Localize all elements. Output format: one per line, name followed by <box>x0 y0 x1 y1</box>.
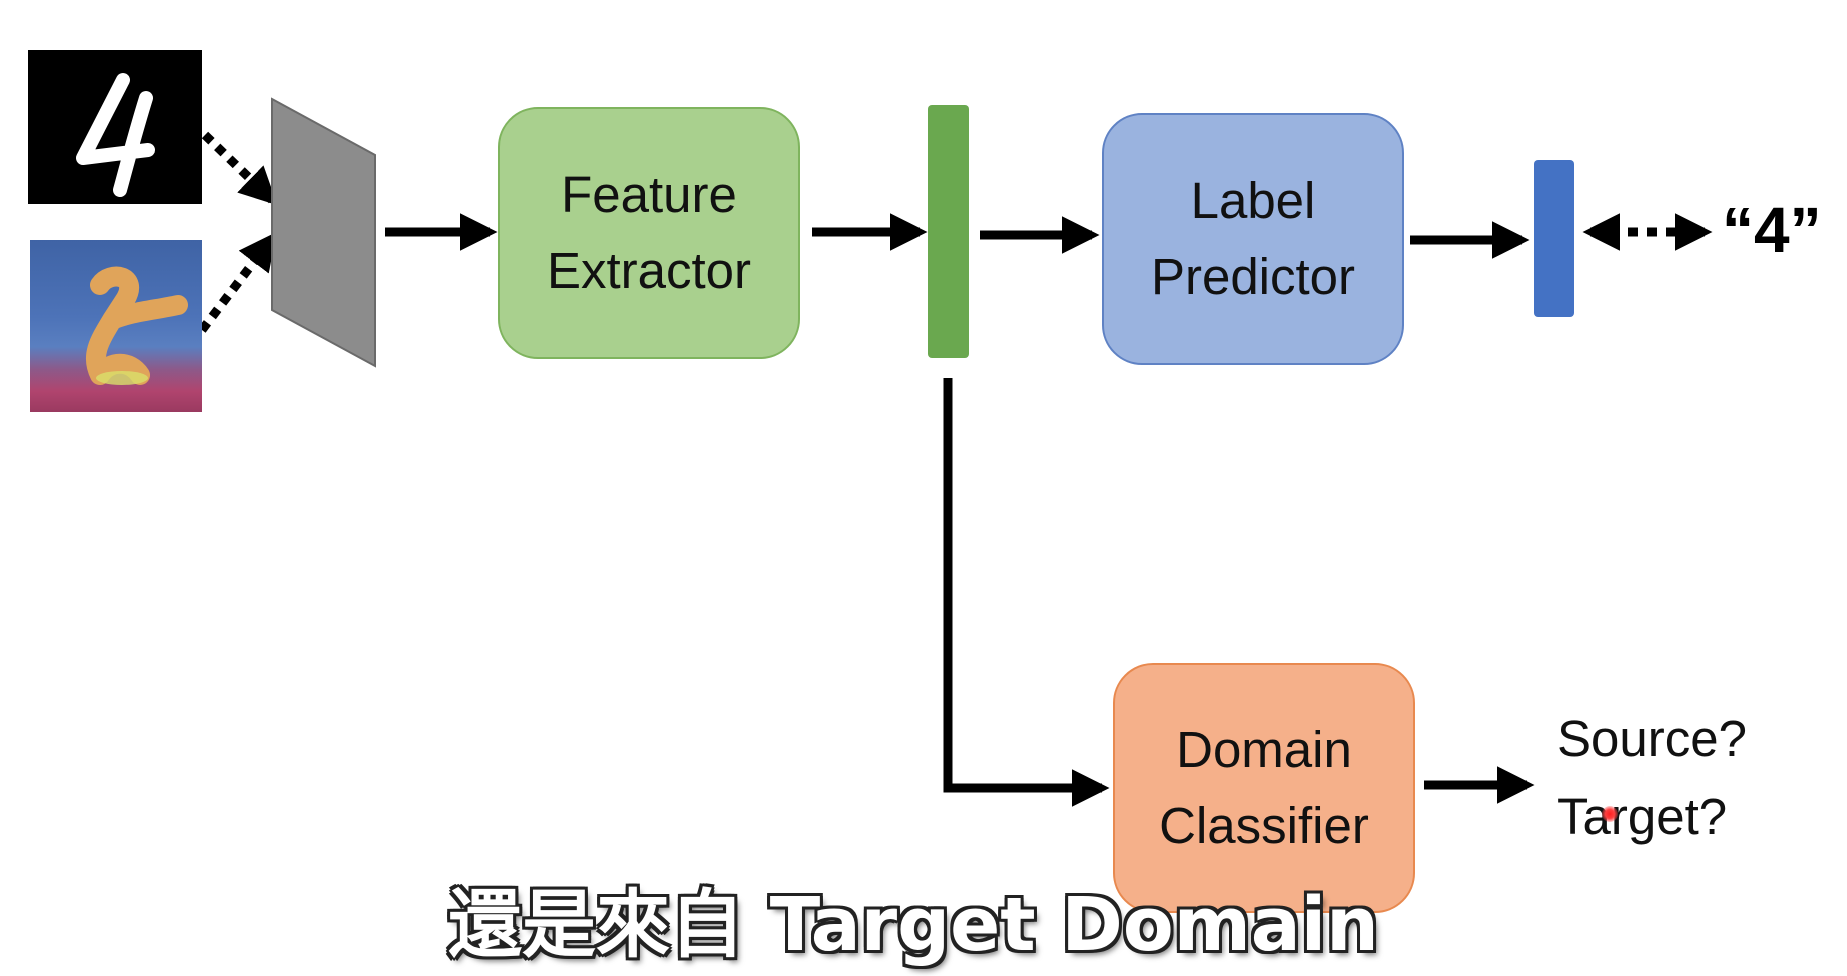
label-output: “4” <box>1722 194 1822 266</box>
label-predictor-label: Label Predictor <box>1150 172 1356 305</box>
domain-output: Source? Target? <box>1557 700 1747 856</box>
domain-classifier-label: Domain Classifier <box>1159 721 1369 854</box>
domain-output-target: Target? <box>1557 788 1728 845</box>
label-predictor-node: Label Predictor <box>1102 113 1404 365</box>
domain-output-source: Source? <box>1557 710 1747 767</box>
input-arrow-mnistm <box>198 231 277 333</box>
input-arrow-mnist <box>201 131 278 206</box>
feature-extractor-label: Feature Extractor <box>546 166 752 299</box>
feature-extractor-node: Feature Extractor <box>498 107 800 359</box>
subtitle-caption: 還是來自 Target Domain <box>448 882 1379 968</box>
mnistm-digit-image <box>30 240 202 412</box>
mnist-digit-image <box>28 50 202 204</box>
arrow-to-domain-classifier <box>943 378 1110 807</box>
pointer-dot <box>1602 806 1618 822</box>
domain-classifier-node: Domain Classifier <box>1113 663 1415 913</box>
label-vector <box>1534 160 1574 317</box>
feature-vector <box>928 105 969 358</box>
input-plane <box>271 97 376 368</box>
